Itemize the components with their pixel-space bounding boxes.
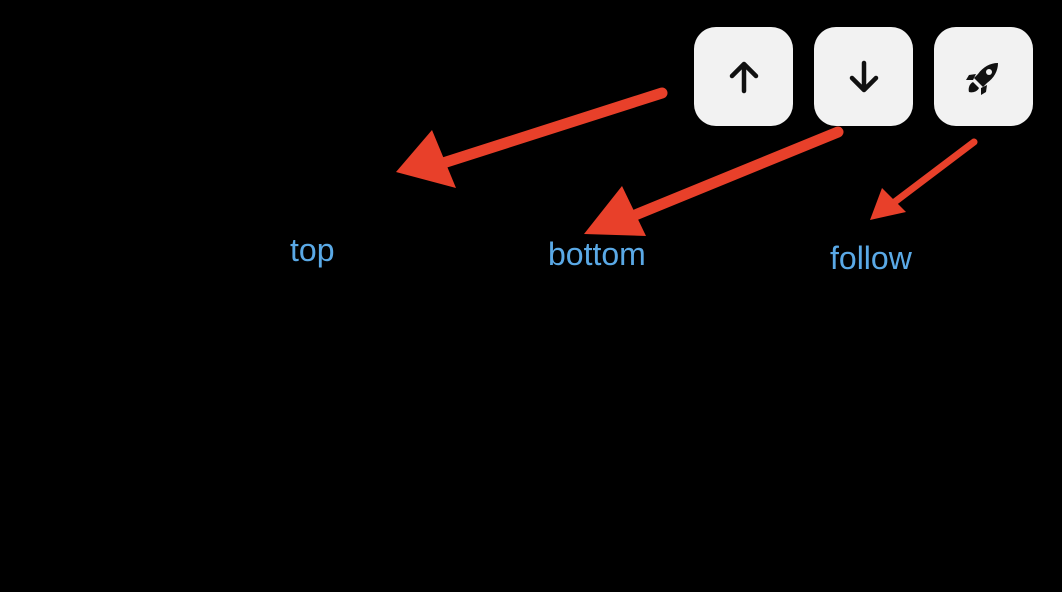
rocket-icon bbox=[965, 62, 998, 95]
annotation-arrow-top bbox=[396, 87, 668, 188]
label-bottom: bottom bbox=[548, 236, 646, 272]
label-follow: follow bbox=[830, 240, 912, 276]
arrow-down-icon bbox=[849, 60, 878, 92]
scroll-to-bottom-button[interactable] bbox=[814, 27, 913, 126]
arrow-up-icon bbox=[729, 61, 758, 93]
follow-button[interactable] bbox=[934, 27, 1033, 126]
label-top: top bbox=[290, 232, 335, 268]
annotation-arrow-bottom bbox=[584, 126, 844, 236]
scroll-to-top-button[interactable] bbox=[694, 27, 793, 126]
annotation-arrow-follow bbox=[870, 138, 978, 220]
